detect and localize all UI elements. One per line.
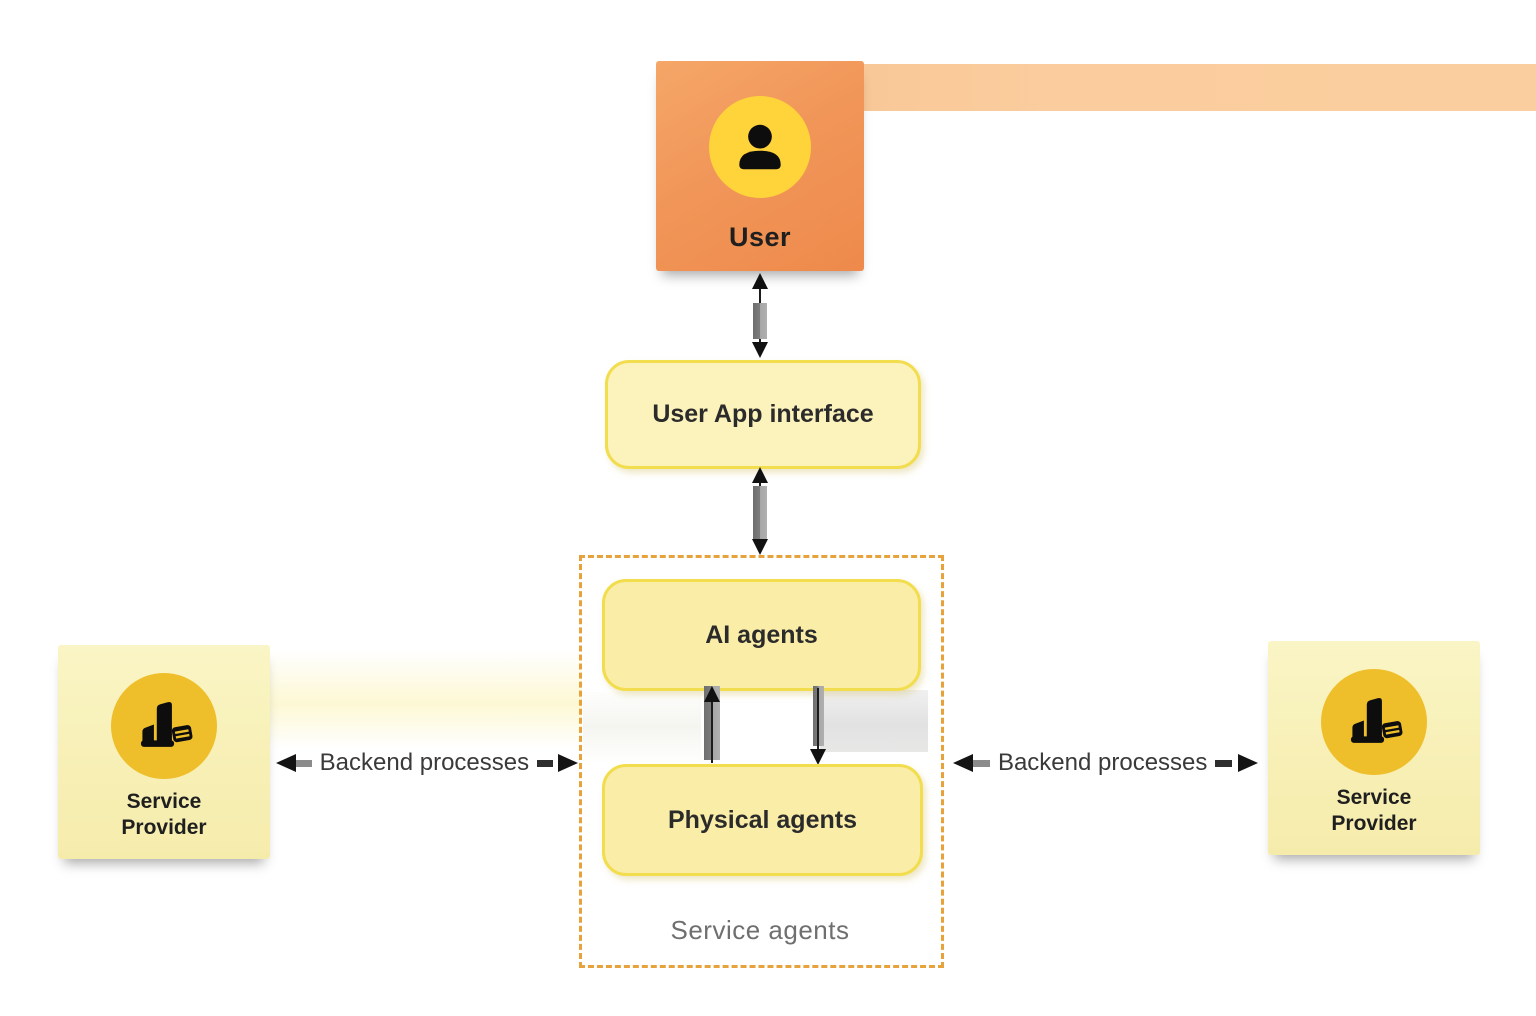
service-agents-container[interactable] — [579, 555, 944, 968]
node-physical-agents[interactable]: Physical agents — [602, 764, 923, 876]
arrowhead-up-icon — [704, 686, 720, 702]
service-agents-label: Service agents — [670, 915, 850, 945]
arrowhead-up-icon — [752, 273, 768, 289]
edge-bar — [753, 486, 767, 539]
edge-shaft — [817, 688, 819, 763]
arrowhead-left-icon — [953, 754, 973, 772]
arrowhead-up-icon — [752, 467, 768, 483]
user-icon — [739, 124, 781, 170]
provider-circle — [1321, 669, 1427, 775]
provider-circle — [111, 673, 217, 779]
edge-dash — [296, 759, 312, 767]
arrowhead-down-icon — [752, 539, 768, 555]
edge-dash — [973, 759, 990, 767]
ai-agents-label: AI agents — [705, 620, 818, 649]
user-label: User — [728, 222, 792, 252]
edge-backend-left[interactable]: Backend processes — [276, 749, 578, 776]
edge-dash — [537, 759, 553, 767]
edge-bar — [753, 303, 767, 339]
user-highlight-band — [864, 64, 1536, 111]
backend-left-label: Backend processes — [319, 749, 530, 776]
edge-shaft — [711, 688, 713, 763]
edge-dash — [1215, 759, 1233, 767]
container-gray-band — [820, 690, 928, 752]
node-user-app-interface[interactable]: User App interface — [605, 360, 921, 469]
provider-label: Service Provider — [1331, 786, 1417, 835]
node-user[interactable]: User — [656, 61, 864, 271]
building-icon — [140, 702, 193, 747]
node-service-provider-right[interactable]: Service Provider — [1268, 641, 1480, 855]
provider-label: Service Provider — [121, 790, 207, 839]
node-service-provider-left[interactable]: Service Provider — [58, 645, 270, 859]
node-ai-agents[interactable]: AI agents — [602, 579, 921, 691]
user-avatar-circle — [709, 96, 811, 198]
arrowhead-right-icon — [557, 754, 578, 772]
container-faint-band — [583, 692, 701, 762]
provider-glow-band — [270, 650, 582, 748]
physical-agents-label: Physical agents — [668, 805, 857, 834]
building-icon — [1350, 698, 1403, 743]
arrowhead-down-icon — [752, 342, 768, 358]
backend-right-label: Backend processes — [997, 749, 1208, 776]
edge-backend-right[interactable]: Backend processes — [953, 749, 1259, 776]
interface-label: User App interface — [652, 400, 874, 428]
arrowhead-down-icon — [810, 749, 826, 765]
arrowhead-right-icon — [1238, 754, 1259, 772]
arrowhead-left-icon — [276, 754, 296, 772]
